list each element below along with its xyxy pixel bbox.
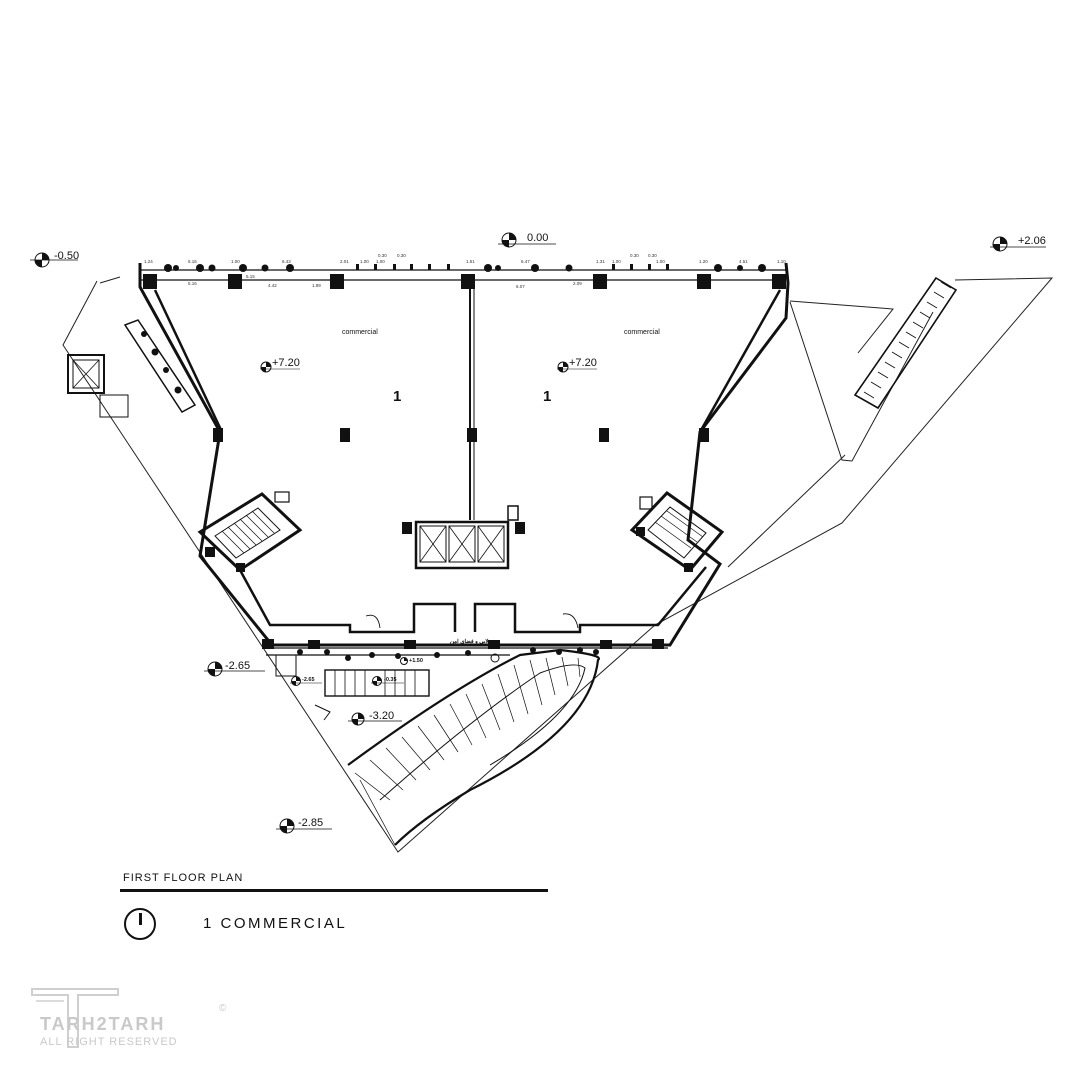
level-text: -0.50 [54,250,79,262]
dimension-label: 1.00 [231,259,240,264]
level-marker: -0.50 [30,250,79,268]
left-stair [197,491,303,572]
dimension-label: 1.20 [699,259,708,264]
dimension-label: 1.10 [777,259,786,264]
plan-title: FIRST FLOOR PLAN [123,872,244,884]
lobby-label: لابی و فضای امن [450,638,489,645]
dimension-label: 5.16 [188,281,197,286]
dimension-label: 4.51 [739,259,748,264]
level-marker: 0.00 [498,232,556,248]
level-marker: +2.06 [990,235,1046,252]
room-number-right: 1 [543,388,551,405]
dimension-label: 0.30 [648,253,657,258]
dimension-label: 0.30 [630,253,639,258]
dimension-label: 6.07 [516,284,525,289]
dimension-label: 0.30 [397,253,406,258]
room-number-left: 1 [393,388,401,405]
dimension-label: 1.00 [656,259,665,264]
planters-top [164,264,766,272]
watermark-logo-icon [31,988,119,1048]
building-outline [138,262,790,656]
level-text: -2.65 [225,660,250,672]
dimension-label: 2.09 [573,281,582,286]
elevator-core [414,505,519,570]
dimension-label: 1.51 [466,259,475,264]
dimension-label: 1.00 [376,259,385,264]
level-marker: +7.20 [260,357,300,373]
dimension-labels-top: 1.24 5.16 1.00 6.43 2.01 1.00 1.00 0.30 … [144,253,786,264]
level-markers: -0.50 0.00 +2.06 +7.20 +7.20 [30,232,1046,834]
room-labels: commercial commercial 1 1 لابی و فضای ام… [342,329,660,645]
copyright-icon: © [219,1003,227,1014]
dimension-label: 1.00 [360,259,369,264]
level-text: +1.50 [409,658,423,664]
dimension-label: 4.42 [268,283,277,288]
level-marker: +7.20 [557,357,597,373]
planters-bottom [297,647,599,663]
level-text: 0.00 [527,232,548,244]
level-marker: -2.85 [276,817,332,834]
level-marker: -0.35 [371,676,404,686]
watermark-brand: TARH2TARH [40,1014,166,1034]
exterior-stair [853,276,958,410]
level-text: -3.20 [369,710,394,722]
room-name-right: commercial [624,329,660,336]
curved-ramp [347,648,601,846]
dimension-label: 0.30 [378,253,387,258]
room-name-left: commercial [342,329,378,336]
north-arrow-icon [124,908,156,940]
dimension-label: 6.43 [282,259,291,264]
dimension-label: 2.01 [340,259,349,264]
title-underline [120,889,548,892]
lower-stair [275,654,430,721]
right-stair [629,491,725,573]
left-planter-bed [123,319,197,413]
level-text: +7.20 [569,357,597,369]
dimension-label: 5.16 [188,259,197,264]
dimension-label: 1.24 [144,259,153,264]
level-marker: -2.65 [290,676,322,686]
level-text: -2.85 [298,817,323,829]
level-text: -2.65 [302,677,315,683]
site-elevator [67,354,129,418]
level-marker: -3.20 [348,710,402,726]
dimension-label: 5.15 [246,274,255,279]
dimension-label: 6.47 [521,259,530,264]
door-swings [365,613,579,629]
dimension-label: 1.99 [312,283,321,288]
level-marker: +1.50 [400,657,423,665]
structural-columns [143,274,786,649]
dimension-label: 1.31 [596,259,605,264]
dimension-labels-bottom: 5.16 5.15 4.42 1.99 6.07 2.09 [188,274,582,289]
level-text: +7.20 [272,357,300,369]
level-marker: -2.65 [204,660,265,677]
dimension-label: 1.00 [612,259,621,264]
legend-label: 1 COMMERCIAL [203,915,348,932]
site-boundary [62,276,1054,853]
level-text: -0.35 [384,677,397,683]
level-text: +2.06 [1018,235,1046,247]
watermark-rights: ALL RIGHT RESERVED [40,1036,178,1048]
